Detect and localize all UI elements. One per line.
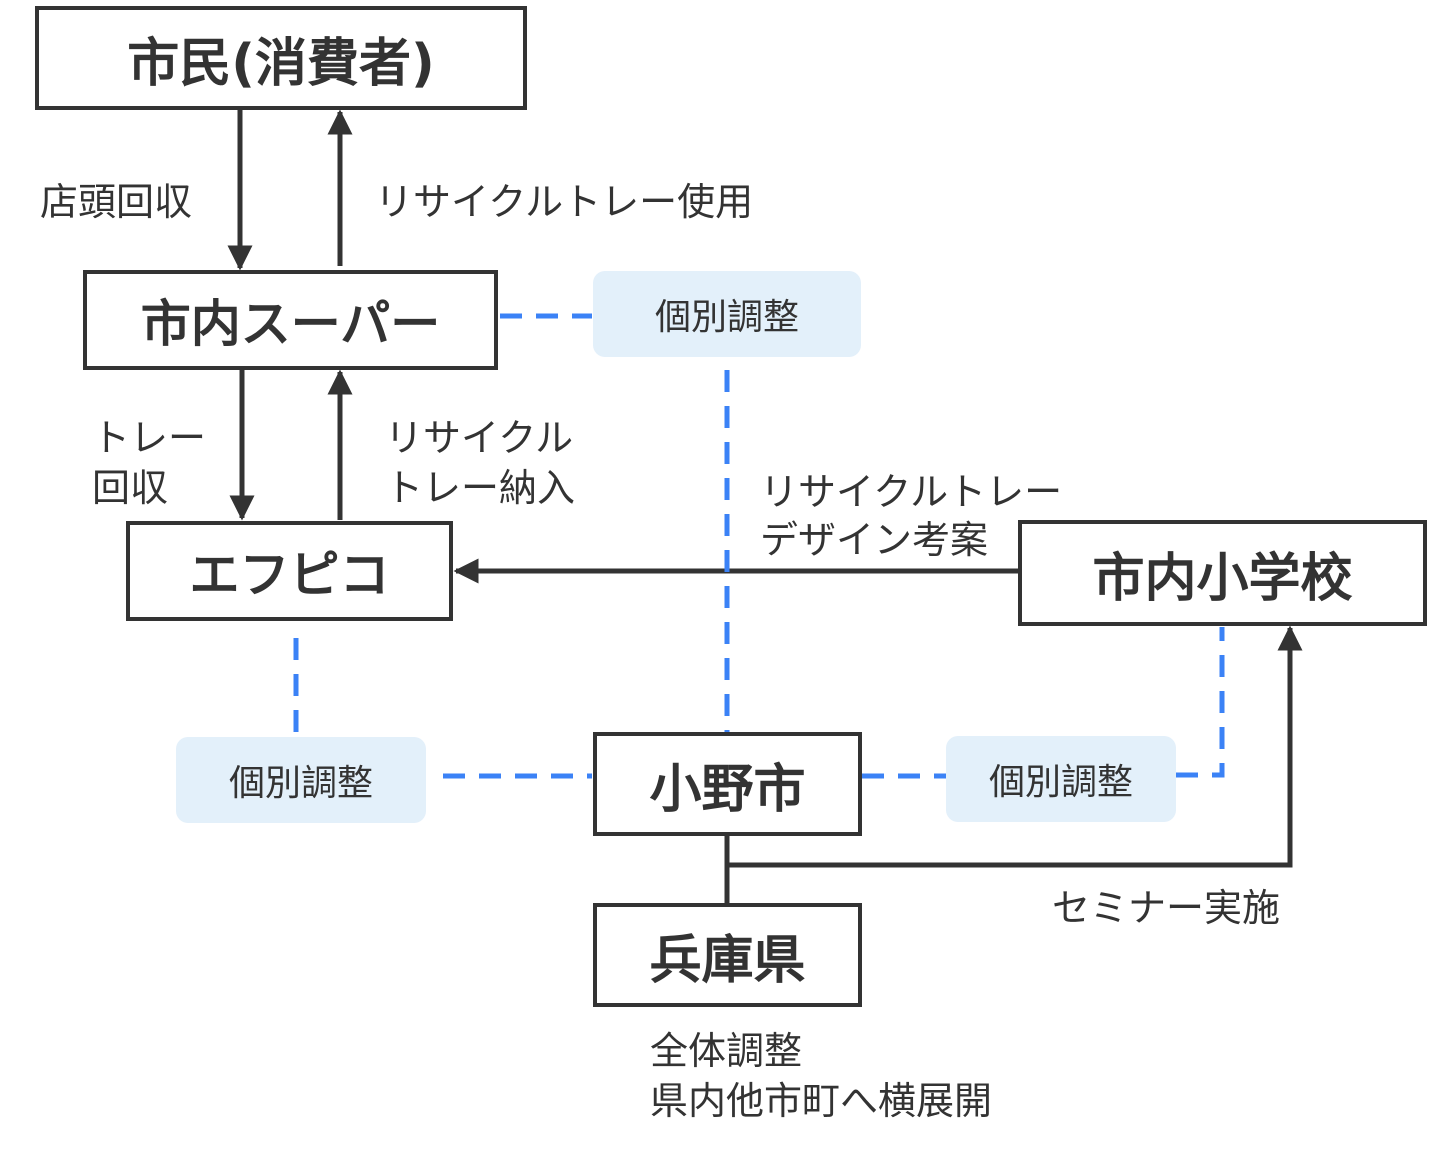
label-recycle-delivery-1: リサイクル xyxy=(385,416,574,460)
coordination-tag-top: 個別調整 xyxy=(593,271,861,357)
node-ono-city-label: 小野市 xyxy=(649,759,806,820)
node-supermarket: 市内スーパー xyxy=(83,270,498,370)
coordination-tag-right-label: 個別調整 xyxy=(988,762,1133,803)
coordination-tag-top-label: 個別調整 xyxy=(654,297,799,338)
label-recycle-tray-use: リサイクルトレー使用 xyxy=(375,180,754,224)
label-recycle-delivery-2: トレー納入 xyxy=(385,466,576,510)
coordination-tag-right: 個別調整 xyxy=(946,736,1176,822)
label-tray-collection-1: トレー xyxy=(92,416,207,460)
coordination-tag-left-label: 個別調整 xyxy=(228,763,373,804)
label-hyogo-note-2: 県内他市町へ横展開 xyxy=(650,1079,993,1123)
node-efpico-label: エフピコ xyxy=(189,546,390,604)
node-ono-city: 小野市 xyxy=(593,732,862,836)
label-store-collection: 店頭回収 xyxy=(40,180,193,224)
node-citizens-label: 市民(消費者) xyxy=(127,33,435,94)
node-citizens: 市民(消費者) xyxy=(35,6,527,110)
node-hyogo: 兵庫県 xyxy=(593,903,862,1007)
dash-righttag-school xyxy=(1176,627,1225,778)
label-hyogo-note-1: 全体調整 xyxy=(650,1029,803,1073)
coordination-tag-left: 個別調整 xyxy=(176,737,426,823)
node-school-label: 市内小学校 xyxy=(1092,548,1353,609)
label-design-1: リサイクルトレー xyxy=(760,470,1063,514)
node-efpico: エフピコ xyxy=(126,521,453,621)
label-design-2: デザイン考案 xyxy=(760,518,989,562)
node-hyogo-label: 兵庫県 xyxy=(649,930,806,991)
label-tray-collection-2: 回収 xyxy=(92,466,169,510)
label-seminar: セミナー実施 xyxy=(1052,886,1281,930)
node-supermarket-label: 市内スーパー xyxy=(140,295,441,353)
node-school: 市内小学校 xyxy=(1018,520,1427,626)
